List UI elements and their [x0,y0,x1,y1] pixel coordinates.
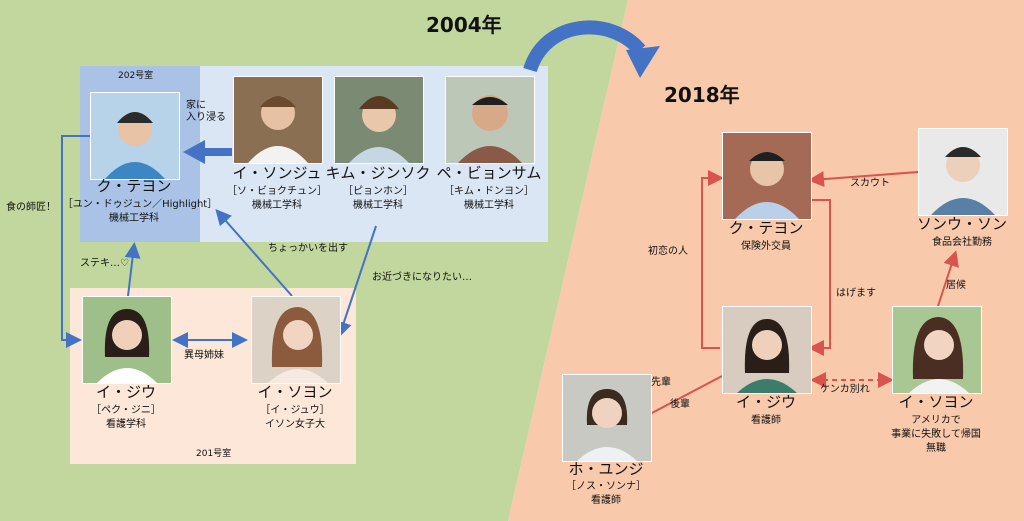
person-actor: ［ユン・ドゥジュン／Highlight］ [62,199,218,210]
photo-lee-soyeon-2004 [251,296,341,384]
sneak-in-arrow [183,140,232,164]
relation-senpai: 先輩 [651,377,671,388]
teacher-arrow [61,135,90,348]
encourage-arrow [808,199,831,356]
person-department: 機械工学科 [109,213,159,224]
relation-scout: スカウト [850,178,890,189]
relation-first-love: 初恋の人 [648,246,688,257]
person-name: ソンウ・ソン [916,215,1008,233]
person-department: 機械工学科 [464,200,514,211]
suteki-arrow [124,242,141,297]
person-actor: ［キム・ドンヨン］ [444,186,534,197]
person-actor: ［ノス・ソンナ］ [566,481,646,492]
person-name: ク・テヨン [96,177,172,195]
person-name: イ・ジウ [735,393,797,411]
photo-sonu-son-2018 [918,128,1008,216]
year-2004-label: 2004年 [426,13,502,37]
photo-ho-yunji-2018 [562,374,652,462]
person-department: イソン女子大 [265,419,325,430]
person-status: 無職 [926,443,946,454]
person-department: 看護学科 [106,419,146,430]
get-close-arrow [336,225,377,338]
relation-fight: ケンカ別れ [820,384,870,395]
person-actor: ［ソ・ビョクチュン］ [227,186,327,197]
person-status: アメリカで [911,415,961,426]
person-actor: ［ピョンホン］ [343,186,413,197]
senpai-kohai-line [649,375,723,415]
person-status: 事業に失敗して帰国 [891,429,981,440]
photo-lee-soyeon-2018 [892,306,982,394]
photo-lee-seonju-2004 [233,76,323,164]
person-job: 食品会社勤務 [932,237,992,248]
photo-ku-taeyong-2018 [722,132,812,220]
relation-teacher: 食の師匠！ [6,202,56,213]
relation-kohai: 後輩 [670,399,690,410]
photo-bae-byeongsam-2004 [445,76,535,164]
person-name: ク・テヨン [728,219,804,237]
relation-tease: ちょっかいを出す [268,243,348,254]
scout-arrow [808,171,919,188]
person-job: 看護師 [751,415,781,426]
person-name: イ・ソヨン [898,393,974,411]
first-love-arrow [701,170,724,349]
person-name: キム・ジンソク [325,164,431,182]
relation-half-sister: 異母姉妹 [184,350,224,361]
person-name: イ・ソンジュ [232,164,322,182]
relation-suteki: ステキ…♡ [80,258,129,269]
relation-sneak-in: 家に 入り浸る [186,100,226,123]
person-name: ペ・ビョンサム [436,164,542,182]
room-202-label: 202号室 [118,71,154,81]
freeload-arrow [937,250,959,307]
tease-arrow [215,208,293,297]
person-name: イ・ソヨン [257,383,333,401]
person-job: 保険外交員 [741,241,791,252]
time-arrow [523,20,646,73]
photo-kim-jinseok-2004 [334,76,424,164]
photo-lee-jiu-2018 [722,306,812,394]
relation-get-close: お近づきになりたい… [372,272,472,283]
year-2018-label: 2018年 [664,83,740,107]
person-actor: ［ペク・ジニ］ [91,405,161,416]
relation-freeload: 居候 [946,280,966,291]
person-actor: ［イ・ジュウ］ [260,405,330,416]
room-201-label: 201号室 [196,449,232,459]
photo-ku-taeyong-2004 [90,92,180,180]
photo-lee-jiu-2004 [82,296,172,384]
person-job: 看護師 [591,495,621,506]
relation-encourage: はげます [836,288,876,299]
person-department: 機械工学科 [353,200,403,211]
person-department: 機械工学科 [252,200,302,211]
person-name: ホ・ユンジ [568,460,644,478]
person-name: イ・ジウ [95,383,157,401]
